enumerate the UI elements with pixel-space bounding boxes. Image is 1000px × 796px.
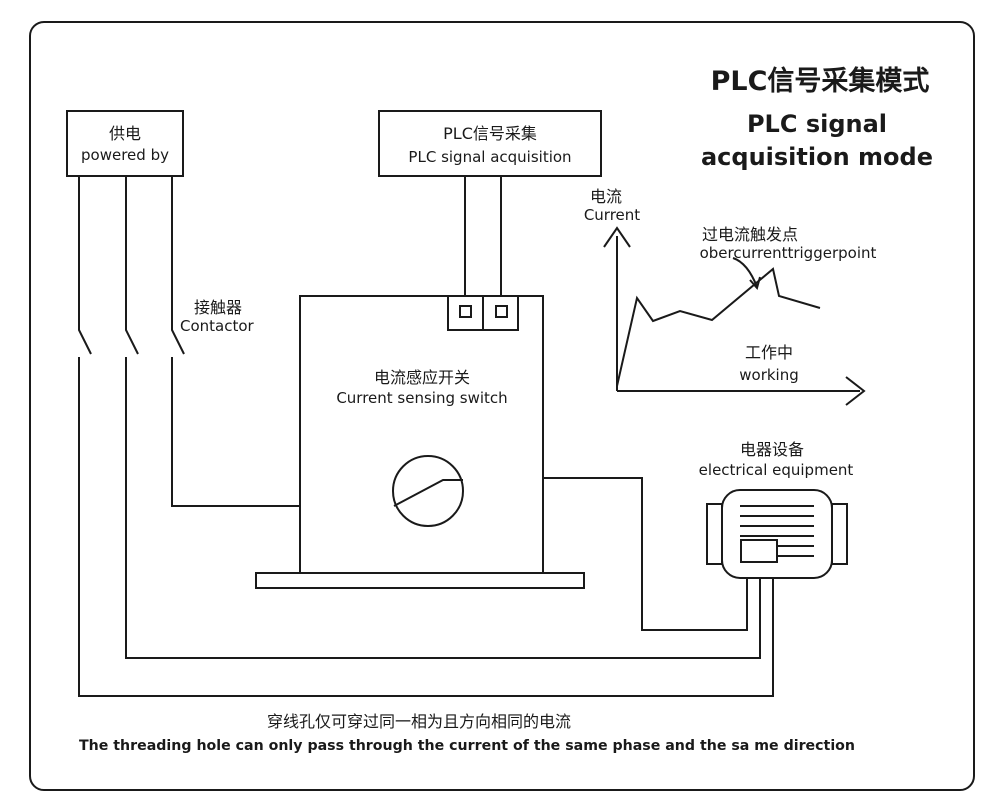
- graph-working-cn: 工作中: [745, 343, 793, 362]
- trigger-pointer: [732, 257, 758, 288]
- threading-hole: [392, 455, 464, 527]
- switch-base: [255, 572, 585, 589]
- power-supply-cn: 供电: [109, 124, 141, 143]
- current-curve: [616, 267, 821, 387]
- graph-y-en: Current: [584, 206, 640, 224]
- equipment-en: electrical equipment: [699, 461, 854, 479]
- motor-symbol: [706, 489, 848, 579]
- graph-y-cn: 电流: [590, 187, 622, 206]
- switch-body: [299, 295, 544, 576]
- plc-en: PLC signal acquisition: [408, 148, 571, 166]
- graph-y-arrow: [603, 226, 631, 248]
- terminal-1: [459, 305, 472, 318]
- output-wire: [543, 477, 748, 631]
- switch-cn: 电流感应开关: [374, 368, 470, 387]
- graph-x-arrow: [845, 376, 866, 406]
- plc-box: [378, 110, 602, 177]
- graph-trigger-en: obercurrenttriggerpoint: [700, 244, 877, 262]
- outer-frame: [29, 21, 975, 791]
- plc-signal-wires: [464, 176, 502, 296]
- power-supply-en: powered by: [81, 146, 169, 164]
- supply-wire-2: [125, 176, 761, 659]
- graph-working-en: working: [739, 366, 799, 384]
- power-supply-box: [66, 110, 184, 177]
- footer-en: The threading hole can only pass through…: [79, 738, 855, 754]
- footer-cn: 穿线孔仅可穿过同一相为且方向相同的电流: [267, 712, 571, 731]
- title-en-line2: acquisition mode: [701, 143, 933, 171]
- equipment-cn: 电器设备: [740, 440, 804, 459]
- supply-wire-1: [78, 176, 774, 697]
- switch-en: Current sensing switch: [336, 389, 507, 407]
- contactor-en: Contactor: [180, 317, 255, 335]
- trigger-pointer-head: [749, 276, 761, 291]
- title-cn: PLC信号采集模式: [711, 65, 930, 97]
- terminal-2: [495, 305, 508, 318]
- plc-cn: PLC信号采集: [443, 124, 537, 143]
- contactor-cn: 接触器: [194, 298, 242, 317]
- sensor-symbol: [393, 479, 463, 507]
- current-graph: [603, 226, 866, 406]
- graph-trigger-cn: 过电流触发点: [702, 225, 798, 244]
- title-en-line1: PLC signal: [747, 110, 887, 138]
